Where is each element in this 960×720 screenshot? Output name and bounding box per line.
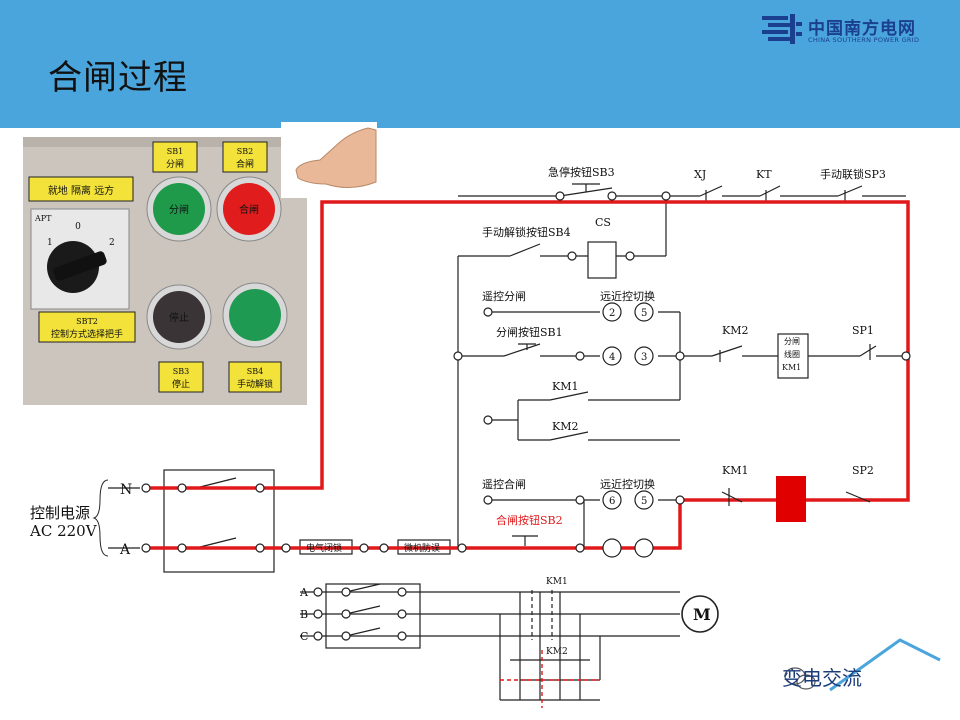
close-button-text: 合闸 — [239, 203, 259, 216]
pos-1-label: 1 — [47, 238, 53, 248]
km2-contact-label-a: KM2 — [722, 324, 748, 337]
stop-black-button[interactable] — [153, 291, 205, 343]
open-green-button[interactable] — [153, 183, 205, 235]
mode-label: 就地 隔离 远方 — [48, 184, 114, 197]
power-label-1: 控制电源 — [30, 504, 90, 522]
km1-contact-label-b: KM1 — [722, 464, 748, 477]
local-remote-switch-label-1: 远近控切换 — [600, 289, 655, 303]
close-button-label: 合闸按钮SB2 — [496, 513, 563, 527]
cs-label: CS — [595, 216, 611, 229]
km1-interlock-label: KM1 — [552, 380, 578, 393]
a-label: A — [119, 542, 131, 558]
term-2: 2 — [609, 308, 615, 319]
km2-interlock-label: KM2 — [552, 420, 578, 433]
xj-label: XJ — [694, 168, 706, 181]
sb2-label: SB2 — [237, 147, 253, 156]
motor-label: M — [693, 605, 711, 624]
term-6: 6 — [609, 496, 615, 507]
active-close-circuit — [150, 200, 910, 550]
sb3-desc: 停止 — [172, 378, 190, 390]
manual-interlock-label: 手动联锁SP3 — [820, 167, 886, 181]
mech-interlock-label: 微机防误 — [404, 542, 440, 554]
company-logo: 中国南方电网 CHINA SOUTHERN POWER GRID — [760, 12, 950, 48]
kt-label: KT — [756, 168, 772, 181]
power-grid-logo-icon — [762, 14, 802, 44]
slide-header — [0, 0, 960, 128]
manual-unlock-label: 手动解锁按钮SB4 — [482, 225, 571, 239]
sb1-label: SB1 — [167, 147, 183, 156]
term-5a: 5 — [641, 308, 647, 319]
open-coil-label-2: 线圈 — [784, 349, 800, 359]
phase-c-label: C — [300, 630, 308, 643]
sbt2-desc: 控制方式选择把手 — [51, 328, 123, 340]
sb4-desc: 手动解锁 — [237, 378, 273, 390]
page-title: 合闸过程 — [48, 58, 188, 98]
phase-a-label: A — [299, 586, 309, 599]
open-coil-label-3: KM1 — [782, 363, 801, 372]
elec-interlock-label: 电气闭锁 — [306, 542, 342, 554]
corner-logo-icon — [829, 638, 941, 692]
pos-0-label: 0 — [75, 222, 81, 232]
power-brace — [92, 479, 109, 557]
pos-2-label: 2 — [109, 238, 115, 248]
sb2-desc: 合闸 — [236, 158, 254, 170]
wechat-icon — [784, 667, 816, 690]
sb1-desc: 分闸 — [166, 159, 184, 170]
unlock-green-button[interactable] — [229, 289, 281, 341]
term-3: 3 — [641, 352, 647, 363]
close-red-button[interactable] — [223, 183, 275, 235]
brand-label: APT — [34, 214, 52, 223]
sp2-label: SP2 — [852, 464, 874, 477]
motor-symbol — [681, 595, 719, 633]
stop-button-text: 停止 — [169, 311, 189, 324]
pointing-hand-icon — [281, 122, 377, 198]
sp1-label: SP1 — [852, 324, 874, 337]
open-button-label: 分闸按钮SB1 — [496, 325, 563, 339]
phase-b-label: B — [300, 608, 308, 621]
logo-chinese: 中国南方电网 — [808, 19, 916, 39]
remote-open-label: 遥控分闸 — [482, 289, 526, 303]
km2-main-label: KM2 — [546, 647, 568, 657]
sbt2-label: SBT2 — [76, 317, 98, 326]
remote-close-label: 遥控合闸 — [482, 477, 526, 491]
open-button-text: 分闸 — [169, 203, 189, 216]
power-label-2: AC 220V — [29, 522, 98, 540]
control-panel-photo: 就地 隔离 远方 APT 0 1 2 SBT2 控制方式选择把手 SB1 分闸 … — [23, 137, 307, 405]
local-remote-switch-label-2: 远近控切换 — [600, 477, 655, 491]
open-coil-label-1: 分闸 — [784, 337, 800, 346]
control-panel-illustration: 就地 隔离 远方 APT 0 1 2 SBT2 控制方式选择把手 SB1 分闸 … — [23, 137, 307, 405]
watermark-text: 变电交流 — [782, 666, 862, 690]
logo-english: CHINA SOUTHERN POWER GRID — [808, 36, 920, 44]
km1-main-label: KM1 — [546, 577, 568, 587]
sb4-label: SB4 — [247, 367, 263, 376]
n-label: N — [120, 482, 132, 498]
close-coil-km — [776, 476, 806, 522]
term-5b: 5 — [641, 496, 647, 507]
term-4: 4 — [609, 352, 615, 363]
emergency-stop-label: 急停按钮SB3 — [548, 165, 615, 179]
sb3-label: SB3 — [173, 367, 189, 376]
